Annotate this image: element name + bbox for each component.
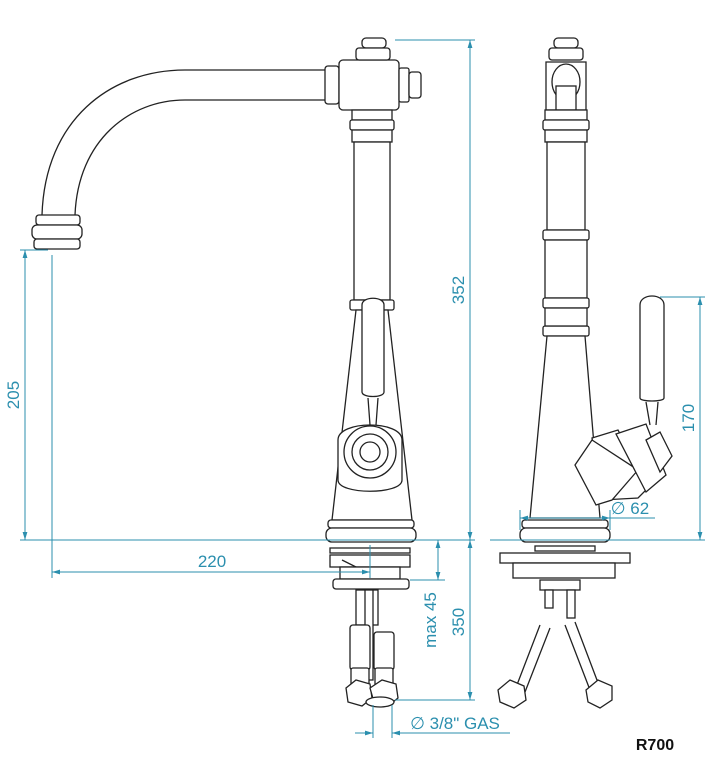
dim-spout-height: 205 bbox=[4, 381, 23, 409]
lever-front bbox=[361, 297, 385, 398]
side-view bbox=[497, 37, 673, 709]
lever-side bbox=[639, 295, 665, 402]
dimension-lines bbox=[20, 39, 705, 738]
front-view bbox=[31, 37, 422, 708]
dim-connection: ∅ 3/8" GAS bbox=[410, 714, 500, 733]
dim-spout-reach: 220 bbox=[198, 552, 226, 571]
model-code: R700 bbox=[636, 737, 674, 754]
dim-lever-height: 170 bbox=[679, 404, 698, 432]
dim-max-deck: max 45 bbox=[421, 592, 440, 648]
dim-hose-length: 350 bbox=[449, 608, 468, 636]
dim-base-diameter: ∅ 62 bbox=[611, 499, 649, 518]
dim-total-height: 352 bbox=[449, 276, 468, 304]
spout bbox=[41, 69, 325, 216]
